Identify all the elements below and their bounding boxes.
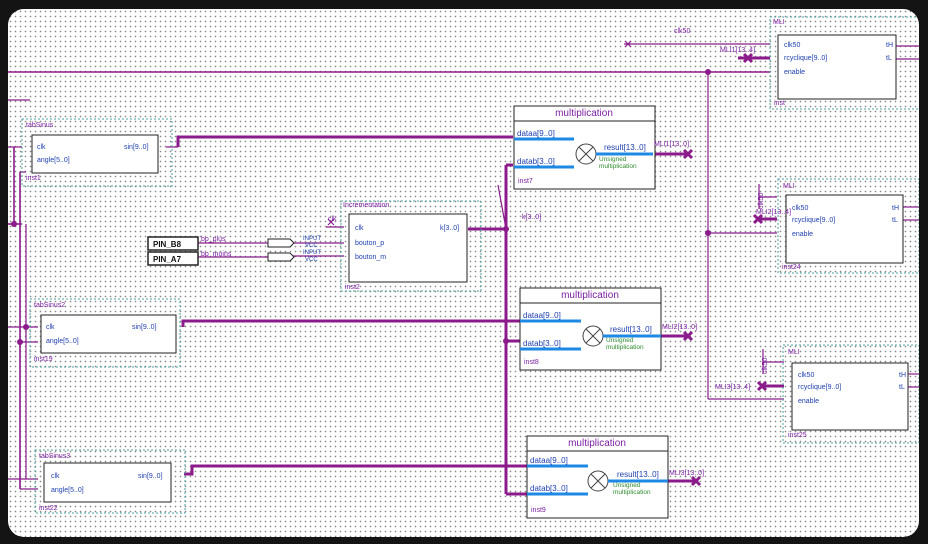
mli-block-2[interactable]: MLI clk50 rcyclique[9..0] enable tH tL i…	[777, 178, 919, 274]
mli-block-1[interactable]: MLI clk50 rcyclique[9..0] enable tH tL i…	[769, 16, 919, 110]
tabsinus-3-port-sin: sin[9..0]	[138, 473, 163, 480]
multiplier-3-port-dataa: dataa[9..0]	[530, 456, 568, 465]
input-pin-1[interactable]: PIN_B8 bp_plus INPUT VCC	[147, 236, 321, 251]
multiplier-3-inst: inst9	[531, 507, 546, 514]
mli-1-port-rcyclique: rcyclique[9..0]	[784, 55, 827, 62]
mli-1-title: MLI	[773, 19, 785, 26]
mli-block-3[interactable]: MLI clk50 rcyclique[9..0] enable tH tL i…	[782, 344, 919, 444]
incrementation-port-k: k[3..0]	[440, 225, 459, 232]
bus-terminators	[682, 52, 768, 487]
pin-2-signal: bp_moins	[201, 251, 232, 258]
mli-2-inst: inst24	[782, 264, 801, 271]
pin-1-signal: bp_plus	[201, 236, 226, 243]
tabsinus-3-port-angle: angle[5..0]	[51, 487, 84, 494]
mli-2-title: MLI	[783, 183, 795, 190]
mli-3-port-rcyclique: rcyclique[9..0]	[798, 384, 841, 391]
incrementation-inst: inst2	[345, 284, 360, 291]
mli-3-port-th: tH	[899, 372, 906, 379]
multiplier-2-port-result: result[13..0]	[610, 325, 652, 334]
net-label-res2: MLI2[13..0]	[662, 324, 697, 331]
schematic-canvas[interactable]: MLI clk50 rcyclique[9..0] enable tH tL i…	[8, 9, 919, 537]
multiplier-2-note: multiplication	[606, 344, 644, 351]
tabsinus-1-port-angle: angle[5..0]	[37, 157, 70, 164]
tabsinus-2-port-sin: sin[9..0]	[132, 324, 157, 331]
tabsinus-1-port-clk: clk	[37, 144, 46, 151]
mli-3-port-enable: enable	[798, 398, 819, 405]
pin-1-pull: VCC	[305, 243, 318, 249]
multiplier-1-title: multiplication	[555, 108, 613, 119]
tabsinus-1-port-sin: sin[9..0]	[124, 144, 149, 151]
mli-2-port-th: tH	[892, 205, 899, 212]
multiplier-1-port-dataa: dataa[9..0]	[517, 129, 555, 138]
tabsinus-1-inst: inst1	[26, 175, 41, 182]
mli-1-port-th: tH	[886, 42, 893, 49]
multiplier-block-3[interactable]: multiplication dataa[9..0] datab[3..0] r…	[526, 435, 669, 519]
tabsinus-block-2[interactable]: tabSinus2 clk angle[5..0] sin[9..0] inst…	[29, 298, 181, 368]
net-labels: clk50 MLI1[13..4] MLI1[13..0] MLI2[13..0…	[328, 28, 791, 477]
junctions	[11, 69, 711, 345]
multiplier-1-unsigned: Unsigned	[599, 156, 627, 163]
multiplier-1-inst: inst7	[518, 178, 533, 185]
mli-3-port-clk50: clk50	[798, 372, 814, 379]
mli-1-inst: inst	[774, 100, 785, 107]
net-label-clk50-2: clk50	[758, 193, 765, 209]
multiplier-3-note: multiplication	[613, 489, 651, 496]
net-label-clk50-top: clk50	[674, 28, 690, 35]
pin-2-pull: VCC	[305, 257, 318, 263]
multiplier-1-port-datab: datab[3..0]	[517, 157, 555, 166]
multiplier-1-note: multiplication	[599, 163, 637, 170]
mli-1-port-clk50: clk50	[784, 42, 800, 49]
incrementation-port-bouton-p: bouton_p	[355, 240, 384, 247]
tabsinus-3-port-clk: clk	[51, 473, 60, 480]
net-label-res1: MLI1[13..0]	[654, 141, 689, 148]
tabsinus-3-title: tabSinus3	[39, 453, 70, 460]
incrementation-title: Incrementation	[343, 202, 389, 209]
net-label-mli2-r: MLI2[13..4]	[756, 209, 791, 216]
mli-3-title: MLI	[788, 349, 800, 356]
mli-2-port-clk50: clk50	[792, 205, 808, 212]
multiplier-block-2[interactable]: multiplication dataa[9..0] datab[3..0] r…	[519, 287, 662, 371]
net-label-mli1-r: MLI1[13..4]	[720, 47, 755, 54]
incrementation-port-clk: clk	[355, 225, 364, 232]
multiplier-3-unsigned: Unsigned	[613, 482, 641, 489]
net-label-clk-incr: clk	[328, 216, 337, 223]
pin-2-name: PIN_A7	[153, 255, 182, 264]
net-label-k-bus: k[3..0]	[522, 214, 541, 221]
tabsinus-1-title: tabSinus	[26, 122, 54, 129]
multiplier-2-inst: inst8	[524, 359, 539, 366]
mli-1-port-enable: enable	[784, 69, 805, 76]
input-pin-2[interactable]: PIN_A7 bp_moins INPUT VCC	[147, 250, 321, 266]
multiplier-3-port-result: result[13..0]	[617, 470, 659, 479]
multiplier-2-unsigned: Unsigned	[606, 337, 634, 344]
multiplier-block-1[interactable]: multiplication dataa[9..0] datab[3..0] r…	[513, 105, 656, 190]
tabsinus-2-inst: inst19	[34, 356, 53, 363]
net-label-mli3-r: MLI3[13..4]	[715, 384, 750, 391]
mli-3-port-tl: tL	[899, 384, 905, 391]
tabsinus-block-1[interactable]: tabSinus clk angle[5..0] sin[9..0] inst1	[21, 118, 173, 187]
multiplier-1-port-result: result[13..0]	[604, 143, 646, 152]
tabsinus-2-title: tabSinus2	[34, 302, 65, 309]
pin-1-type: INPUT	[303, 236, 321, 242]
net-label-clk50-3: clk50	[762, 358, 769, 374]
mli-1-port-tl: tL	[886, 55, 892, 62]
wires	[8, 40, 919, 496]
pin-1-name: PIN_B8	[153, 240, 182, 249]
tabsinus-2-port-clk: clk	[46, 324, 55, 331]
mli-2-port-rcyclique: rcyclique[9..0]	[792, 217, 835, 224]
multiplier-2-port-dataa: dataa[9..0]	[523, 311, 561, 320]
tabsinus-block-3[interactable]: tabSinus3 clk angle[5..0] sin[9..0] inst…	[34, 449, 186, 514]
mli-2-port-tl: tL	[892, 217, 898, 224]
mli-2-port-enable: enable	[792, 231, 813, 238]
mli-3-inst: inst25	[788, 432, 807, 439]
net-label-res3: MLI3[13..0]	[669, 470, 704, 477]
multiplier-3-port-datab: datab[3..0]	[530, 484, 568, 493]
incrementation-port-bouton-m: bouton_m	[355, 254, 386, 261]
tabsinus-2-port-angle: angle[5..0]	[46, 338, 79, 345]
multiplier-2-title: multiplication	[561, 290, 619, 301]
tabsinus-3-inst: inst22	[39, 505, 58, 512]
pin-2-type: INPUT	[303, 250, 321, 256]
incrementation-block[interactable]: Incrementation clk bouton_p bouton_m k[3…	[340, 200, 482, 292]
multiplier-2-port-datab: datab[3..0]	[523, 339, 561, 348]
multiplier-3-title: multiplication	[568, 438, 626, 449]
